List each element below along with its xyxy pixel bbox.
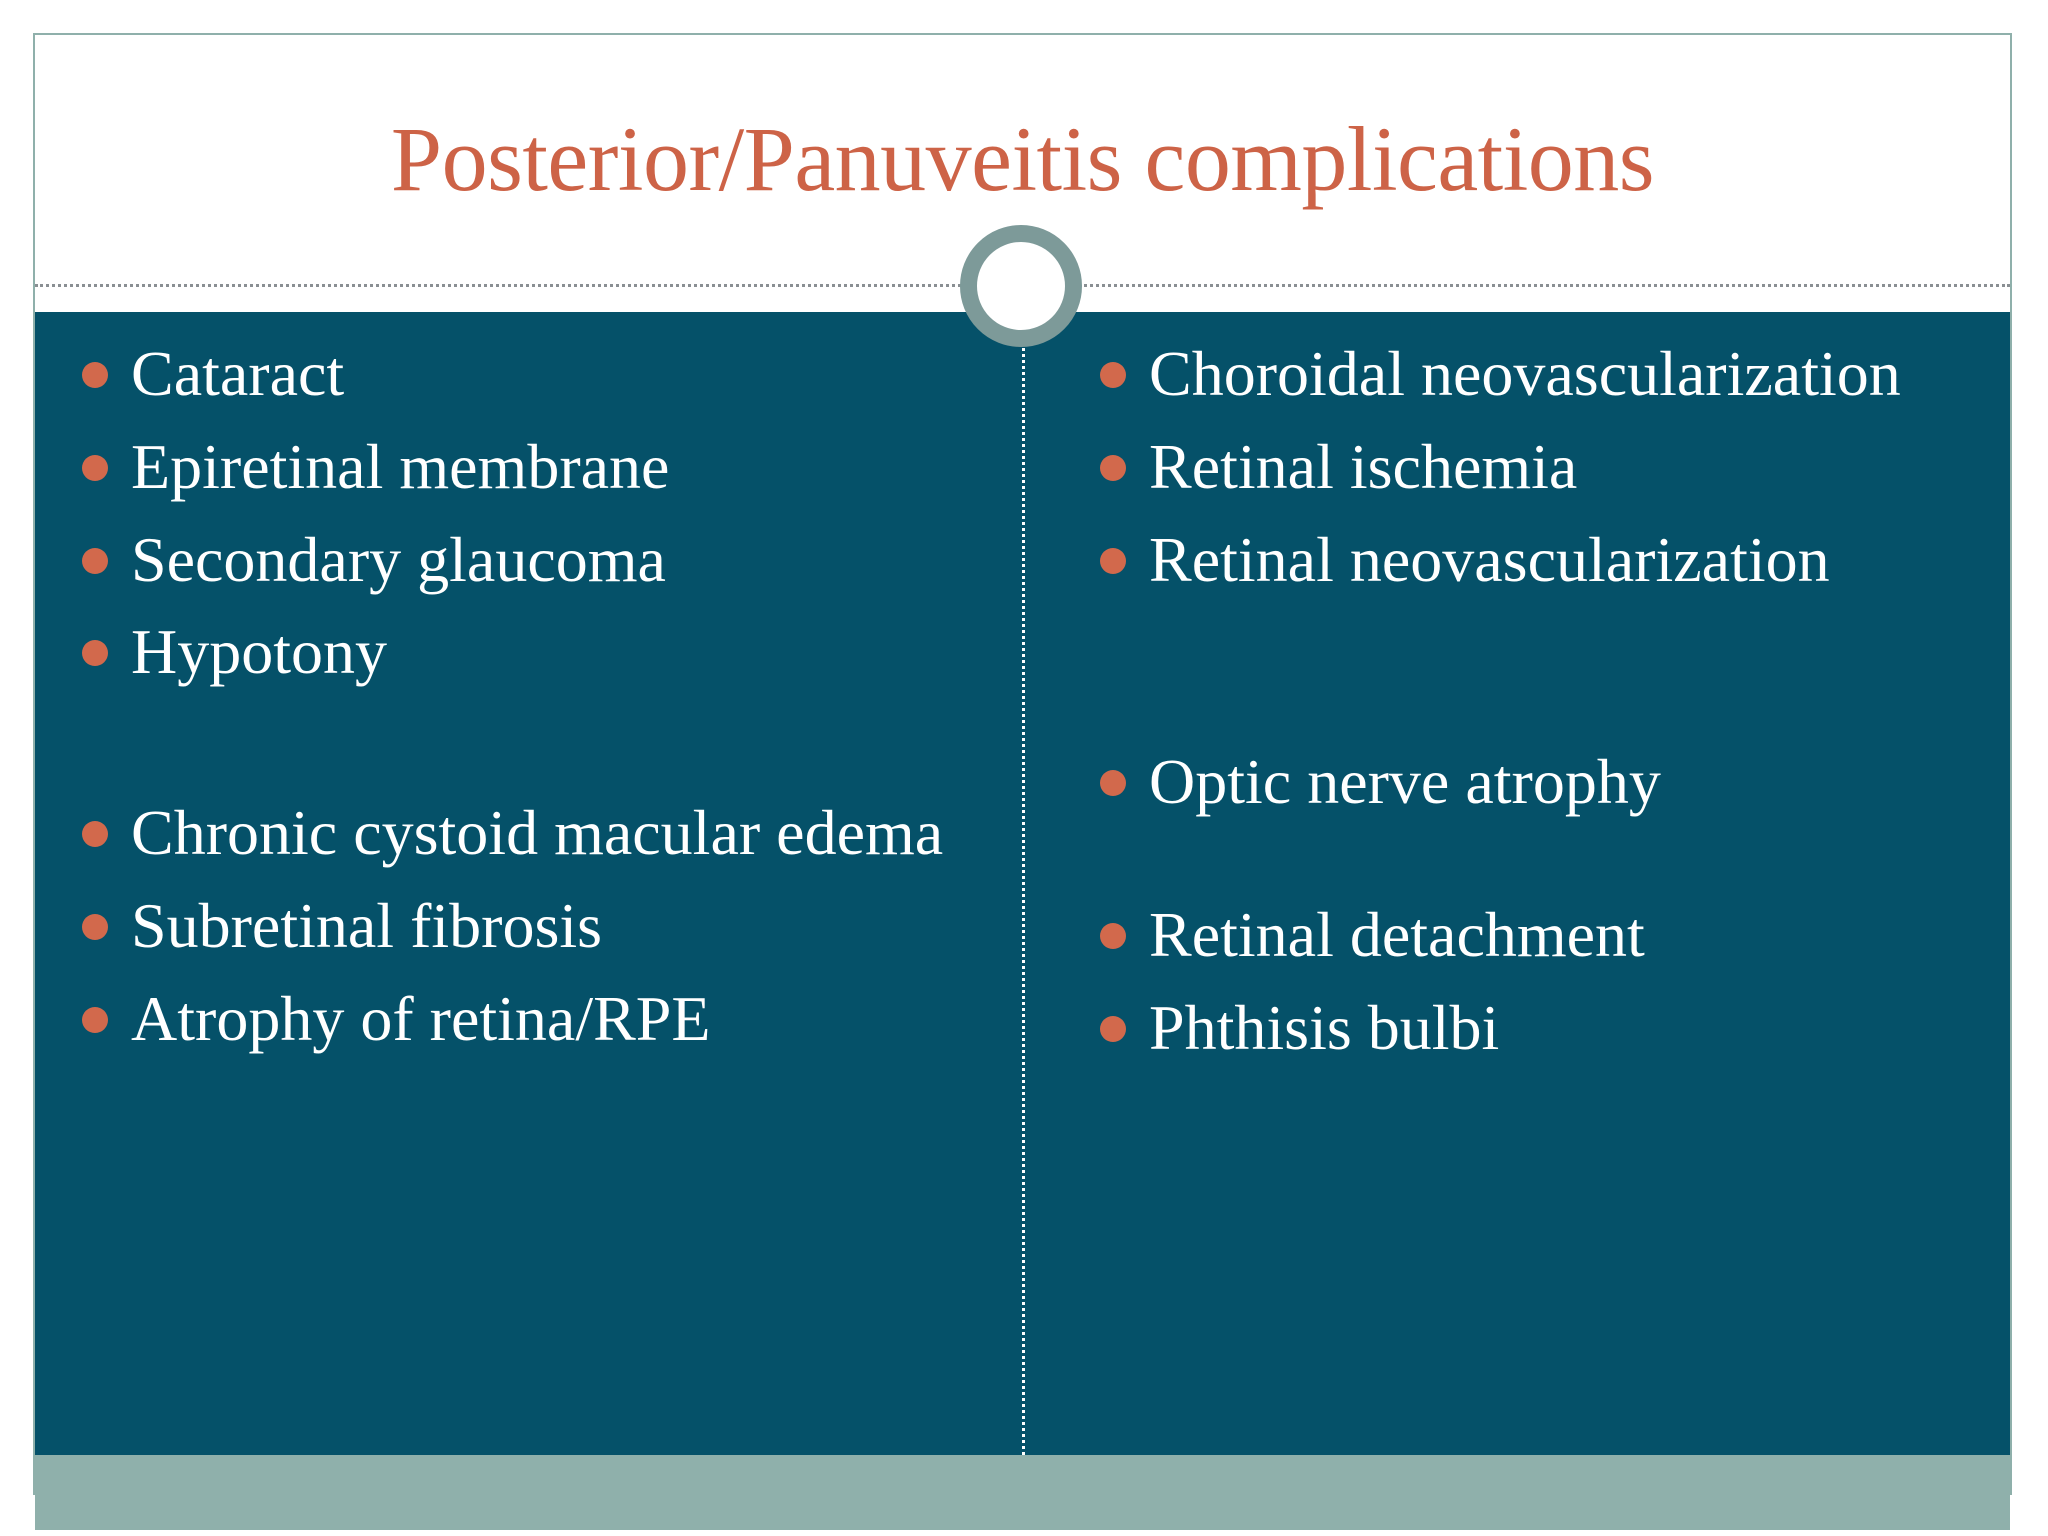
list-item: Cataract — [65, 336, 1005, 413]
list-item-label: Subretinal fibrosis — [131, 889, 603, 961]
slide-footer-band — [35, 1455, 2010, 1530]
list-item: Subretinal fibrosis — [65, 888, 1005, 965]
list-item: Hypotony — [65, 614, 1005, 691]
left-column-list: Cataract Epiretinal membrane Secondary g… — [65, 312, 1005, 1058]
list-item: Chronic cystoid macular edema — [65, 795, 1005, 872]
list-item-label: Cataract — [131, 338, 345, 409]
list-item-label: Hypotony — [131, 616, 387, 688]
bullet-dot-icon — [82, 640, 108, 667]
list-spacer — [65, 707, 1005, 795]
list-item: Choroidal neovascularization — [1083, 336, 2003, 413]
list-spacer — [1083, 614, 2003, 744]
list-item-label: Epiretinal membrane — [131, 430, 670, 502]
list-item-label: Secondary glaucoma — [131, 523, 666, 595]
list-item-label: Atrophy of retina/RPE — [131, 982, 711, 1054]
slide-title: Posterior/Panuveitis complications — [390, 108, 1655, 210]
bullet-dot-icon — [1100, 923, 1126, 950]
column-divider-icon — [1022, 233, 1025, 1455]
bullet-dot-icon — [82, 547, 108, 574]
circle-ring-icon — [960, 225, 1082, 347]
right-column: Choroidal neovascularization Retinal isc… — [1083, 312, 2003, 1083]
bullet-dot-icon — [82, 362, 108, 388]
list-item-label: Retinal ischemia — [1149, 430, 1578, 502]
list-item: Optic nerve atrophy — [1083, 744, 2003, 821]
list-item: Retinal neovascularization — [1083, 522, 2003, 599]
list-item-label: Phthisis bulbi — [1149, 991, 1500, 1063]
left-column: Cataract Epiretinal membrane Secondary g… — [65, 312, 1005, 1074]
bullet-dot-icon — [1100, 454, 1126, 481]
bullet-dot-icon — [1100, 770, 1126, 797]
list-item: Retinal detachment — [1083, 897, 2003, 974]
list-spacer — [1083, 837, 2003, 897]
bullet-dot-icon — [82, 1006, 108, 1033]
list-item: Secondary glaucoma — [65, 522, 1005, 599]
list-item: Phthisis bulbi — [1083, 990, 2003, 1067]
list-item: Epiretinal membrane — [65, 429, 1005, 506]
list-item: Retinal ischemia — [1083, 429, 2003, 506]
bullet-dot-icon — [82, 454, 108, 481]
right-column-list: Choroidal neovascularization Retinal isc… — [1083, 312, 2003, 1067]
list-item-label: Retinal neovascularization — [1149, 523, 1830, 595]
list-item-label: Choroidal neovascularization — [1149, 338, 1901, 409]
list-item-label: Chronic cystoid macular edema — [131, 797, 944, 869]
bullet-dot-icon — [1100, 1015, 1126, 1042]
bullet-dot-icon — [1100, 362, 1126, 388]
bullet-dot-icon — [82, 821, 108, 848]
list-item-label: Retinal detachment — [1149, 899, 1645, 971]
list-item: Atrophy of retina/RPE — [65, 981, 1005, 1058]
content-columns: Cataract Epiretinal membrane Secondary g… — [35, 312, 2010, 1455]
bullet-dot-icon — [1100, 547, 1126, 574]
bullet-dot-icon — [82, 913, 108, 940]
list-item-label: Optic nerve atrophy — [1149, 746, 1661, 818]
